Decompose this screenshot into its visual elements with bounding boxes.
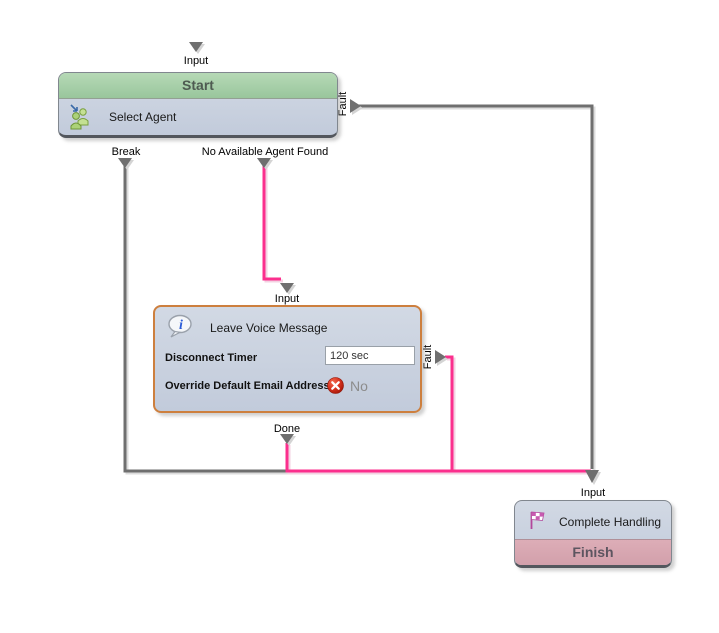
start-node-title: Start <box>59 73 337 99</box>
start-fault-label: Fault <box>337 91 349 117</box>
finish-action-complete-handling[interactable]: Complete Handling <box>529 509 661 535</box>
finish-input-arrow-icon[interactable] <box>585 470 599 483</box>
override-email-label: Override Default Email Address <box>165 380 330 392</box>
leave-voice-message-node[interactable]: i Leave Voice Message Disconnect Timer O… <box>153 305 422 413</box>
override-email-value: No <box>350 378 368 394</box>
finish-action-label: Complete Handling <box>559 515 662 529</box>
red-x-icon <box>327 377 344 399</box>
disconnect-timer-input[interactable] <box>325 346 415 365</box>
link-voicemessage-fault-to-finish[interactable] <box>445 355 591 473</box>
start-action-select-agent[interactable]: Select Agent <box>67 102 176 132</box>
link-voicemessage-done-to-finish[interactable] <box>285 443 591 473</box>
voicemessage-fault-label: Fault <box>422 344 434 370</box>
voicemessage-input-arrow-icon[interactable] <box>280 283 294 293</box>
start-input-label: Input <box>183 55 209 67</box>
voicemessage-title-row[interactable]: i Leave Voice Message <box>167 313 327 343</box>
select-agent-icon <box>67 102 95 133</box>
info-balloon-icon: i <box>167 314 194 343</box>
start-fault-arrow-icon[interactable] <box>350 99 361 113</box>
finish-flag-icon <box>529 510 546 534</box>
disconnect-timer-label: Disconnect Timer <box>165 352 258 364</box>
start-no-agent-arrow-icon[interactable] <box>257 158 271 168</box>
start-action-label: Select Agent <box>109 110 177 124</box>
voicemessage-title: Leave Voice Message <box>210 321 328 335</box>
start-no-agent-label: No Available Agent Found <box>201 146 329 158</box>
start-node[interactable]: Start Select Agent <box>58 72 338 138</box>
start-break-label: Break <box>111 146 141 158</box>
finish-node-title: Finish <box>515 539 671 565</box>
start-break-arrow-icon[interactable] <box>118 158 132 168</box>
finish-node[interactable]: Complete Handling Finish <box>514 500 672 568</box>
link-no-agent-to-voicemessage-input[interactable] <box>262 164 281 281</box>
voicemessage-done-arrow-icon[interactable] <box>280 434 294 444</box>
svg-text:i: i <box>179 318 183 333</box>
finish-input-label: Input <box>580 487 606 499</box>
voicemessage-fault-arrow-icon[interactable] <box>435 350 446 364</box>
voicemessage-input-label: Input <box>274 293 300 305</box>
voicemessage-done-label: Done <box>273 423 301 435</box>
start-input-arrow-icon[interactable] <box>189 42 203 52</box>
link-start-fault-to-finish[interactable] <box>358 104 594 469</box>
